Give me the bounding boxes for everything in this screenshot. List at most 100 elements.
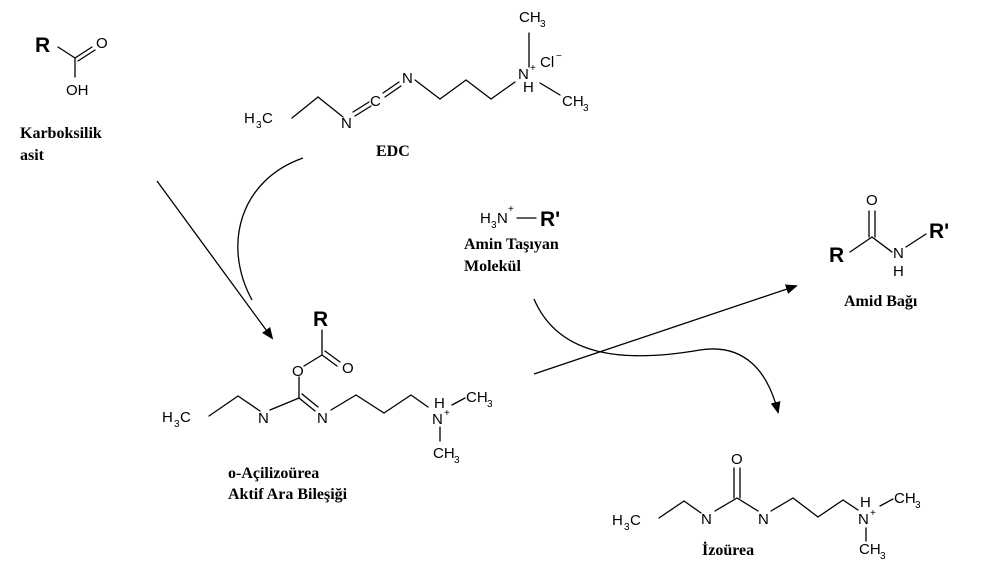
- curved-arrow-edc: [237, 157, 304, 301]
- subscript-3: 3: [624, 522, 630, 533]
- charge-plus: +: [444, 408, 450, 419]
- bond: [683, 500, 702, 514]
- bond: [465, 79, 492, 100]
- atom-h: H: [244, 110, 255, 127]
- o-acylisourea-structure: R O O H 3 C N N H N + CH 3 CH 3: [162, 308, 493, 466]
- atom-oh: OH: [66, 82, 89, 99]
- amide-structure: R O N H R': [829, 192, 949, 280]
- bond: [410, 394, 429, 408]
- atom-ch: CH: [433, 445, 455, 462]
- atom-ch: CH: [466, 389, 488, 406]
- bond: [842, 499, 859, 511]
- atom-ch: CH: [562, 93, 584, 110]
- curved-arrow-byproduct: [533, 298, 781, 414]
- atom-n: N: [258, 410, 269, 427]
- atom-h: H: [434, 395, 445, 412]
- bond: [905, 233, 927, 248]
- bond: [330, 394, 357, 411]
- atom-n: N: [317, 410, 328, 427]
- atom-n: N: [858, 511, 869, 528]
- bond: [414, 79, 441, 100]
- bond: [714, 497, 738, 512]
- bond: [303, 354, 323, 367]
- bond: [317, 96, 344, 118]
- bond: [539, 82, 561, 96]
- atom-n: N: [402, 70, 413, 87]
- bond: [792, 497, 819, 518]
- bond: [324, 350, 341, 363]
- subscript-3: 3: [491, 220, 497, 231]
- reaction-arrow-2: [533, 284, 798, 375]
- bond: [879, 498, 894, 507]
- charge-plus: +: [530, 63, 536, 74]
- atom-n: N: [432, 411, 443, 428]
- bond: [269, 397, 300, 411]
- atom-h: H: [612, 512, 623, 529]
- bond: [57, 46, 76, 59]
- label-carboxylic-acid-line1: Karboksilik: [20, 125, 102, 142]
- r-group: R: [35, 34, 50, 57]
- bond: [817, 499, 844, 518]
- atom-ch: CH: [894, 490, 916, 507]
- subscript-3: 3: [540, 19, 546, 30]
- charge-plus: +: [508, 204, 514, 215]
- charge-plus: +: [870, 508, 876, 519]
- r-prime-group: R': [540, 208, 560, 231]
- atom-n: N: [893, 245, 904, 262]
- bond: [321, 354, 338, 367]
- carboxylic-acid-structure: R O OH: [35, 34, 108, 99]
- label-isourea: İzoürea: [702, 540, 754, 559]
- bond: [871, 236, 893, 253]
- atom-n: N: [701, 511, 712, 528]
- bond: [384, 85, 402, 98]
- atom-ch: CH: [519, 9, 541, 26]
- amine-structure: H 3 N + R': [480, 204, 560, 231]
- label-amide: Amid Bağı: [844, 293, 918, 310]
- bond: [298, 397, 316, 412]
- atom-o: O: [342, 360, 354, 377]
- atom-o: O: [866, 192, 878, 209]
- atom-h: H: [162, 409, 173, 426]
- bond: [736, 497, 759, 512]
- subscript-3: 3: [880, 551, 886, 561]
- charge-minus: −: [556, 51, 562, 62]
- bond: [383, 394, 412, 414]
- label-amine-line2: Molekül: [464, 258, 521, 275]
- bond: [354, 105, 372, 117]
- bond: [74, 46, 93, 59]
- label-amine-line1: Amin Taşıyan: [464, 236, 559, 253]
- bond: [658, 500, 685, 519]
- atom-c: C: [370, 93, 381, 110]
- bond: [208, 395, 239, 417]
- subscript-3: 3: [583, 103, 589, 114]
- atom-o: O: [96, 35, 108, 52]
- atom-n: N: [758, 511, 769, 528]
- label-carboxylic-acid-line2: asit: [20, 147, 45, 164]
- bond: [439, 79, 467, 100]
- label-intermediate-line2: Aktif Ara Bileşiği: [228, 486, 348, 503]
- atom-h: H: [523, 79, 534, 96]
- atom-c: C: [180, 409, 191, 426]
- bond: [301, 393, 319, 408]
- r-group: R: [829, 244, 844, 267]
- bond: [382, 81, 400, 94]
- subscript-3: 3: [454, 455, 460, 466]
- isourea-structure: H 3 C N O N H N + CH 3 CH 3: [612, 451, 921, 561]
- r-prime-group: R': [929, 220, 949, 243]
- edc-structure: H 3 C N C N N + H Cl − CH 3 CH 3: [244, 9, 589, 132]
- label-edc: EDC: [376, 143, 410, 160]
- bond: [770, 497, 794, 512]
- label-intermediate-line1: o-Açilizoürea: [228, 465, 319, 482]
- atom-ch: CH: [859, 541, 881, 558]
- atom-c: C: [262, 110, 273, 127]
- subscript-3: 3: [256, 120, 262, 131]
- atom-h: H: [893, 263, 904, 280]
- atom-n: N: [341, 115, 352, 132]
- bond: [355, 394, 385, 414]
- atom-h: H: [860, 494, 871, 511]
- atom-o: O: [292, 363, 304, 380]
- bond: [490, 81, 516, 100]
- atom-c: C: [630, 512, 641, 529]
- subscript-3: 3: [174, 419, 180, 430]
